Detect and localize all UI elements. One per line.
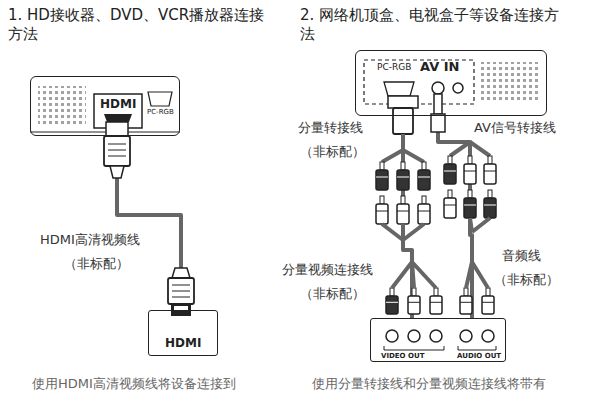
projector-left (30, 86, 180, 132)
caption: 使用分量转接线和分量视频连接线将带有 (312, 376, 546, 392)
rca-plugs (386, 262, 494, 314)
port-label: AV IN (420, 60, 459, 73)
port-label: PC-RGB (147, 109, 174, 116)
hdmi-plug (104, 122, 130, 178)
port-label: AUDIO OUT (457, 353, 501, 360)
cable-note: （非标配） (300, 286, 365, 302)
projector-body: HDMI PC-RGB (30, 76, 180, 136)
rca-plugs (444, 156, 496, 232)
cable-note: （非标配） (64, 256, 129, 272)
panel-title: 2. 网络机顶盒、电视盒子等设备连接方法 (300, 6, 570, 44)
device-ports (384, 330, 496, 350)
cable-note: （非标配） (300, 144, 365, 160)
port-label: HDMI (165, 337, 201, 349)
rca-plugs (376, 162, 430, 240)
source-device: VIDEO OUT AUDIO OUT (370, 318, 506, 362)
cable-note: （非标配） (494, 272, 559, 288)
cable-label: AV信号转接线 (474, 120, 556, 136)
panel-title: 1. HD接收器、DVD、VCR播放器连接方法 (8, 6, 270, 44)
cable-label: 分量转接线 (298, 120, 363, 136)
component-adapter (382, 96, 424, 162)
source-device: HDMI (148, 310, 218, 356)
port-label: HDMI (100, 98, 136, 110)
cable-label: 分量视频连接线 (282, 262, 373, 278)
cable-label: HDMI高清视频线 (40, 232, 140, 248)
port-label: VIDEO OUT (381, 353, 424, 360)
port-label: PC-RGB (377, 63, 411, 72)
projector-body: PC-RGB AV IN (355, 50, 547, 116)
cable-label: 音频线 (502, 248, 541, 264)
hdmi-plug (168, 268, 194, 316)
caption: 使用HDMI高清视频线将设备连接到 (32, 376, 236, 392)
